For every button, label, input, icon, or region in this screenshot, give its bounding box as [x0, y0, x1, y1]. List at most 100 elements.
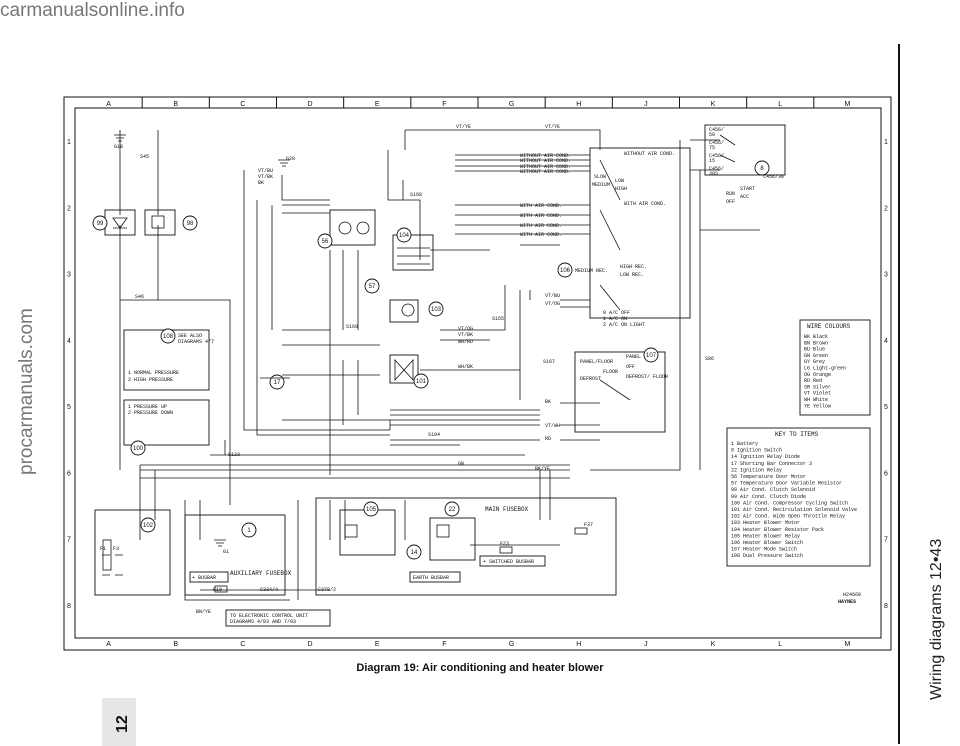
label-without-ac-2: WITHOUT AIR COND. — [520, 158, 571, 164]
ignition-switch-contacts — [719, 134, 736, 163]
component-56-label: 56 — [322, 239, 329, 245]
key-item: 101 Air Cond. Recirculation Solenoid Val… — [731, 507, 857, 513]
component-102-label: 102 — [143, 523, 154, 529]
key-item: 8 Ignition Switch — [731, 448, 782, 454]
ecu-note-line1: TO ELECTRONIC CONTROL UNIT — [230, 613, 308, 619]
wires — [119, 129, 760, 601]
connector-s46: S46 — [135, 294, 144, 300]
wire-colour-item: VT Violet — [804, 391, 831, 397]
label-slow: SLOW — [594, 174, 606, 180]
connector-f3: F3 — [113, 546, 119, 552]
label-without-box: WITHOUT AIR COND. — [624, 151, 675, 157]
grid-col-c-bottom: C — [240, 641, 245, 648]
fuse-f23-symbol — [499, 546, 513, 554]
callout-103 — [428, 301, 444, 317]
grid-row-4-left: 4 — [67, 338, 71, 345]
label-run: RUN — [726, 191, 735, 197]
wire-label: BK/YE — [535, 466, 550, 472]
connector-c378: C378/2 — [318, 587, 336, 593]
wire-colour-item: GY Grey — [804, 359, 825, 365]
earth-g1-symbol — [214, 539, 226, 547]
callout-57 — [364, 278, 380, 294]
diagram-caption: Diagram 19: Air conditioning and heater … — [356, 662, 604, 674]
wire-label: VT/YE — [456, 124, 471, 130]
coil-symbol — [151, 215, 165, 229]
solenoid-symbol — [394, 358, 414, 382]
earth-g18-symbol — [114, 134, 126, 142]
solenoid-101-box — [389, 354, 419, 384]
diode-symbol — [112, 217, 128, 229]
grid-col-f-top: F — [442, 101, 446, 108]
callout-107 — [643, 347, 659, 363]
grid-col-f-bottom: F — [442, 641, 446, 648]
label-low-rec: LOW REC. — [620, 272, 644, 278]
label-with-box: WITH AIR COND. — [624, 201, 666, 207]
callout-101 — [413, 373, 429, 389]
label-with-ac-3: WITH AIR COND. — [520, 223, 562, 229]
grid-col-c-top: C — [240, 101, 245, 108]
fuse-f37-symbol — [574, 527, 588, 535]
ignition-switch-box — [704, 124, 786, 176]
connector-c456-30: C456/30 — [763, 174, 784, 180]
callout-106 — [557, 262, 573, 278]
component-108-label: 108 — [163, 334, 174, 340]
motor-103-box — [389, 299, 419, 323]
label-high: HIGH — [615, 186, 627, 192]
relay-105-box — [339, 509, 396, 556]
wire-colour-item: GN Green — [804, 353, 828, 359]
pressure-line1: 1 NORMAL PRESSURE — [128, 370, 179, 376]
label-with-ac-2: WITH AIR COND. — [520, 213, 562, 219]
label-panel: PANEL — [626, 354, 641, 360]
wire-label: VT/BK — [458, 332, 473, 338]
key-item: 102 Air Cond. Wide Open Throttle Relay — [731, 514, 845, 520]
callout-labels: 99 98 56 104 57 103 101 108 100 17 8 106… — [97, 166, 765, 556]
wire-colour-item: WH White — [804, 397, 828, 403]
grid-row-3-left: 3 — [67, 272, 71, 279]
connector-c334: C334/4 — [260, 587, 278, 593]
ignition-contact-pin-1: 50 — [709, 132, 715, 138]
plus-busbar-label: + BUSBAR — [192, 575, 216, 581]
callout-98 — [182, 215, 198, 231]
ignition-contact-4: C456/ — [709, 166, 724, 172]
wire-colour-item: BK Black — [804, 334, 828, 340]
label-defrost-floor: DEFROST/ FLOOR — [626, 374, 668, 380]
wire-colour-item: BU Blue — [804, 347, 825, 353]
label-defrost: DEFROST — [580, 376, 601, 382]
motor-56-box — [329, 209, 376, 246]
component-103-label: 103 — [431, 307, 442, 313]
solenoid-98-box — [144, 209, 176, 236]
grid-col-l-bottom: L — [778, 641, 782, 648]
wire-label: VT/BK — [258, 174, 273, 180]
label-with-ac-4: WITH AIR COND. — [520, 232, 562, 238]
relay-22-box — [429, 517, 476, 561]
grid-row-3-right: 3 — [884, 272, 888, 279]
wire-colour-item: BN Brown — [804, 340, 828, 346]
aux-fusebox-label: AUXILIARY FUSEBOX — [230, 570, 292, 577]
pressure-line4: 2 PRESSURE DOWN — [128, 410, 173, 416]
key-item: 99 Air Cond. Clutch Diode — [731, 494, 806, 500]
label-without-ac-4: WITHOUT AIR COND. — [520, 169, 571, 175]
wire-colour-item: LG Light-green — [804, 366, 846, 372]
wire-colour-item: SR Silver — [804, 384, 831, 390]
grid-col-b-bottom: B — [173, 641, 178, 648]
component-17-label: 17 — [274, 380, 281, 386]
grid-col-a-bottom: A — [106, 641, 111, 648]
key-item: 106 Heater Blower Switch — [731, 540, 803, 546]
resistor-symbol — [397, 247, 430, 265]
ignition-contact-1: C456/ — [709, 127, 724, 133]
wire-colour-item: RD Red — [804, 378, 822, 384]
grid-col-g-top: G — [509, 101, 514, 108]
callout-104 — [396, 227, 412, 243]
grid-col-m-top: M — [844, 101, 850, 108]
relay-102-coil — [102, 539, 112, 571]
component-22-label: 22 — [449, 507, 456, 513]
component-8-label: 8 — [760, 166, 764, 172]
key-item: 22 Ignition Relay — [731, 467, 782, 473]
wire-label: BK — [545, 399, 551, 405]
key-title: KEY TO ITEMS — [775, 431, 819, 438]
grid-row-1-right: 1 — [884, 139, 888, 146]
blower-switch-contacts — [599, 159, 621, 311]
